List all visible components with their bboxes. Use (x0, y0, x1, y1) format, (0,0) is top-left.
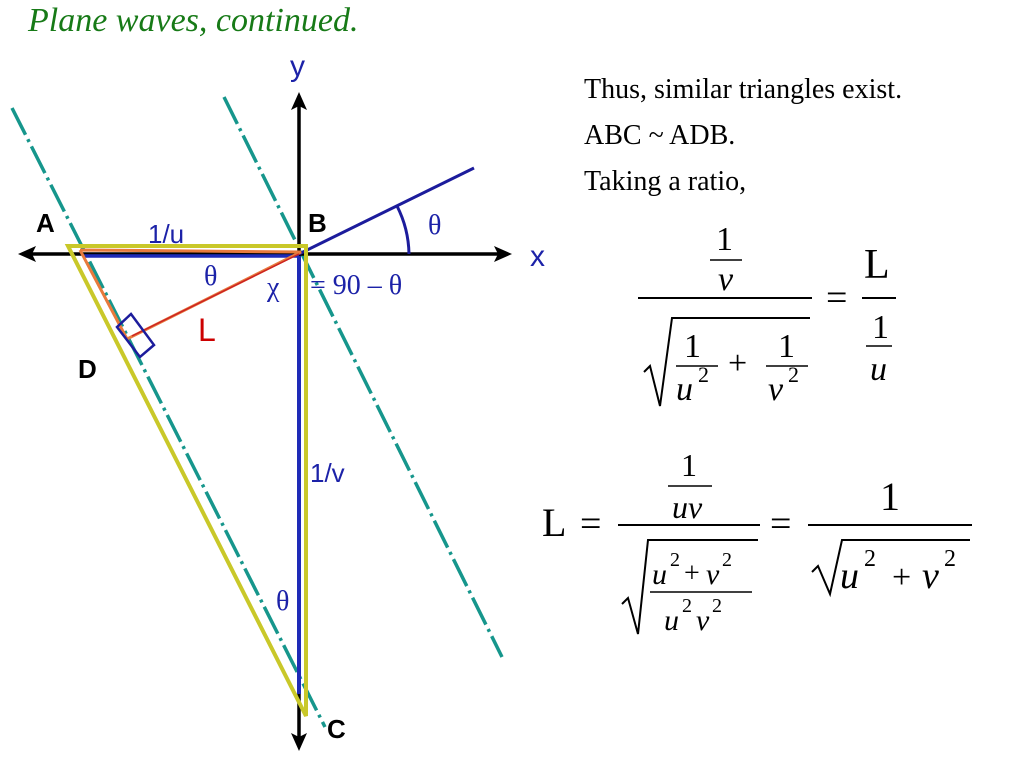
y-axis-arrow-top (291, 92, 307, 110)
eq2-right-u: u (840, 555, 859, 597)
eq2-right-1: 1 (880, 474, 900, 519)
equation-2: L = 1 uv u 2 + v 2 u 2 v 2 = 1 u 2 + v 2 (542, 447, 972, 637)
eq2-equals-1: = (580, 503, 601, 545)
eq1-equals: = (826, 277, 847, 319)
axis-label-x: x (530, 240, 545, 273)
wavefront-line-left (10, 107, 327, 728)
eq1-top-v: v (718, 261, 734, 298)
eq2-rad-v1: v (706, 558, 720, 591)
triangle-abc (64, 244, 308, 717)
theta-arc (395, 205, 411, 255)
eq1-rad-u-sq: 2 (698, 362, 709, 387)
equation-1: 1 v 1 u 2 + 1 v 2 = L 1 u (638, 221, 896, 408)
eq2-right-radical (811, 539, 970, 598)
eq1-right-u: u (870, 351, 887, 388)
text-line-1: Thus, similar triangles exist. (584, 74, 903, 105)
eq2-top-uv: uv (672, 489, 703, 525)
eq1-rad-v-sq: 2 (788, 362, 799, 387)
angle-theta-c-label: θ (276, 586, 289, 617)
eq2-rad-u1: u (652, 558, 667, 591)
eq2-rad-plus: + (684, 558, 700, 589)
eq1-radical (643, 317, 810, 407)
chi-relation-label: = 90 – θ (310, 270, 402, 301)
eq2-L: L (542, 500, 566, 545)
angle-theta-ray-label: θ (428, 210, 441, 241)
eq2-right-v: v (922, 555, 939, 597)
point-label-c: C (327, 714, 346, 744)
point-label-a: A (36, 208, 55, 238)
angle-chi-label: χ (266, 272, 280, 303)
segment-bc-label: 1/v (310, 458, 345, 488)
y-axis-arrow-bottom (291, 733, 307, 751)
segment-bd-label: L (198, 312, 216, 348)
eq1-right-num-1: 1 (872, 309, 889, 346)
eq1-right-L: L (864, 242, 890, 288)
wavefront-line-right (222, 96, 504, 658)
eq2-rad-v2: v (696, 604, 710, 637)
eq2-rad-u1-sq: 2 (670, 549, 680, 571)
eq2-equals-2: = (770, 503, 791, 545)
x-axis-arrow-right (494, 246, 512, 262)
eq1-rad-num-a: 1 (684, 328, 701, 365)
eq2-rad-u2: u (664, 604, 679, 637)
point-label-b: B (308, 208, 327, 238)
segment-ab-label: 1/u (148, 219, 184, 249)
eq1-rad-v: v (768, 371, 784, 408)
axis-label-y: y (290, 50, 305, 83)
eq2-right-u-sq: 2 (864, 546, 876, 572)
angle-theta-a-label: θ (204, 261, 217, 292)
right-angle-marker (115, 312, 156, 359)
eq2-rad-v2-sq: 2 (712, 595, 722, 617)
eq2-top-1: 1 (681, 447, 697, 483)
segment-bd-red (131, 253, 300, 337)
eq2-right-v-sq: 2 (944, 546, 956, 572)
eq2-radical (621, 539, 758, 635)
eq1-rad-u: u (676, 371, 693, 408)
eq1-rad-num-b: 1 (778, 328, 795, 365)
eq1-plus: + (728, 345, 747, 382)
text-line-2: ABC ~ ADB. (584, 120, 736, 151)
eq2-rad-u2-sq: 2 (682, 595, 692, 617)
x-axis-arrow-left (18, 246, 36, 262)
point-label-d: D (78, 354, 97, 384)
eq1-top-num-1: 1 (716, 221, 733, 258)
slide-title: Plane waves, continued. (28, 2, 359, 39)
eq2-right-plus: + (892, 559, 911, 596)
wave-direction-ray (298, 166, 475, 256)
eq2-rad-v1-sq: 2 (722, 549, 732, 571)
text-line-3: Taking a ratio, (584, 166, 747, 197)
